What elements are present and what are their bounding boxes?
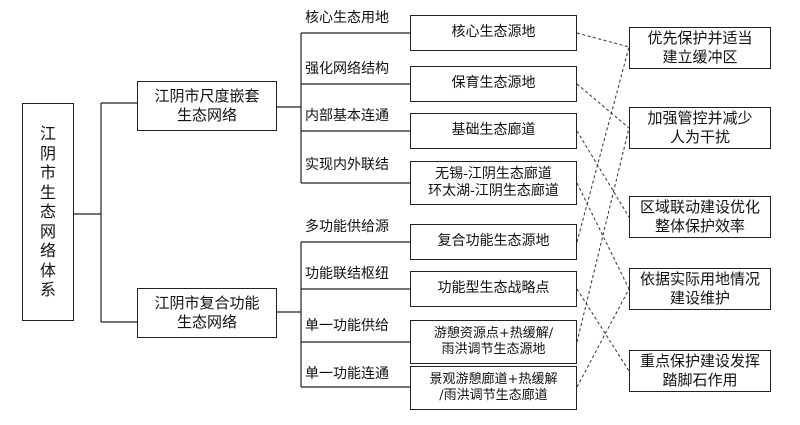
level3-node: 景观游憩廊道+热缓解 /雨洪调节生态廊道 <box>410 366 577 410</box>
level3-node: 保育生态源地 <box>410 66 577 102</box>
root-char: 体 <box>39 260 56 280</box>
strategy-line2: 建设维护 <box>669 289 730 307</box>
level1-line1: 江阴市复合功能 <box>154 294 260 313</box>
relation-line <box>576 288 630 388</box>
relation-line <box>576 127 630 343</box>
level3-node: 游憩资源点+热缓解/ 雨洪调节生态源地 <box>410 320 577 364</box>
root-char: 网 <box>39 221 56 241</box>
level3-line1: 景观游憩廊道+热缓解 <box>429 371 558 387</box>
level1-line2: 生态网络 <box>176 313 237 331</box>
branch-label: 内部基本连通 <box>305 108 389 124</box>
strategy-line1: 区域联动建设优化 <box>639 198 760 217</box>
strategy-node: 重点保护建设发挥 踏脚石作用 <box>629 350 771 392</box>
level1-line1: 江阴市尺度嵌套 <box>154 87 260 106</box>
level1-node-nested: 江阴市尺度嵌套 生态网络 <box>137 81 277 131</box>
level3-line1: 保育生态源地 <box>451 75 536 92</box>
branch-label: 功能联结枢纽 <box>305 266 389 282</box>
root-char: 市 <box>39 163 56 183</box>
level3-node: 复合功能生态源地 <box>410 224 577 260</box>
strategy-line1: 加强管控并减少 <box>647 109 753 128</box>
branch-label: 核心生态用地 <box>305 10 389 26</box>
relation-line <box>576 32 630 48</box>
strategy-line2: 建立缓冲区 <box>662 48 738 66</box>
strategy-node: 依据实际用地情况 建设维护 <box>629 268 771 310</box>
root-char: 系 <box>39 280 56 300</box>
level3-line1: 无锡-江阴生态廊道 <box>435 165 552 182</box>
strategy-line2: 踏脚石作用 <box>662 371 738 389</box>
branch-label: 强化网络结构 <box>305 61 389 77</box>
level3-line2: 环太湖-江阴生态廊道 <box>428 183 559 199</box>
strategy-line1: 优先保护并适当 <box>647 29 753 48</box>
root-char: 阴 <box>39 143 56 163</box>
level3-line1: 基础生态廊道 <box>451 122 536 139</box>
branch-label: 单一功能供给 <box>305 318 389 334</box>
level3-line1: 游憩资源点+热缓解/ <box>433 325 554 341</box>
level1-node-composite: 江阴市复合功能 生态网络 <box>137 288 277 338</box>
level3-line1: 复合功能生态源地 <box>437 233 550 250</box>
level3-node: 无锡-江阴生态廊道 环太湖-江阴生态廊道 <box>410 161 577 205</box>
strategy-node: 区域联动建设优化 整体保护效率 <box>629 196 771 238</box>
relation-line <box>576 46 630 243</box>
root-char: 生 <box>39 182 56 202</box>
strategy-line1: 重点保护建设发挥 <box>639 352 760 371</box>
level3-node: 功能型生态战略点 <box>410 271 577 307</box>
level3-line1: 功能型生态战略点 <box>437 280 550 297</box>
level3-node: 基础生态廊道 <box>410 113 577 149</box>
relation-line <box>576 83 630 129</box>
branch-label: 实现内外联结 <box>305 157 389 173</box>
level3-line2: /雨洪调节生态廊道 <box>439 388 548 403</box>
strategy-line2: 整体保护效率 <box>654 217 745 235</box>
relation-line <box>576 288 630 372</box>
root-char: 江 <box>39 124 56 144</box>
relation-line <box>576 182 630 290</box>
strategy-line1: 依据实际用地情况 <box>639 270 760 289</box>
level3-line2: 雨洪调节生态源地 <box>441 342 546 357</box>
root-node: 江 阴 市 生 态 网 络 体 系 <box>22 103 74 321</box>
relation-line <box>576 130 630 218</box>
level3-line1: 核心生态源地 <box>451 24 536 41</box>
root-char: 络 <box>39 241 56 261</box>
root-char: 态 <box>39 202 56 222</box>
level3-node: 核心生态源地 <box>410 15 577 51</box>
level1-line2: 生态网络 <box>176 106 237 124</box>
branch-label: 多功能供给源 <box>305 219 389 235</box>
strategy-node: 优先保护并适当 建立缓冲区 <box>629 27 771 69</box>
strategy-node: 加强管控并减少 人为干扰 <box>629 107 771 149</box>
strategy-line2: 人为干扰 <box>669 128 730 146</box>
branch-label: 单一功能连通 <box>305 366 389 382</box>
